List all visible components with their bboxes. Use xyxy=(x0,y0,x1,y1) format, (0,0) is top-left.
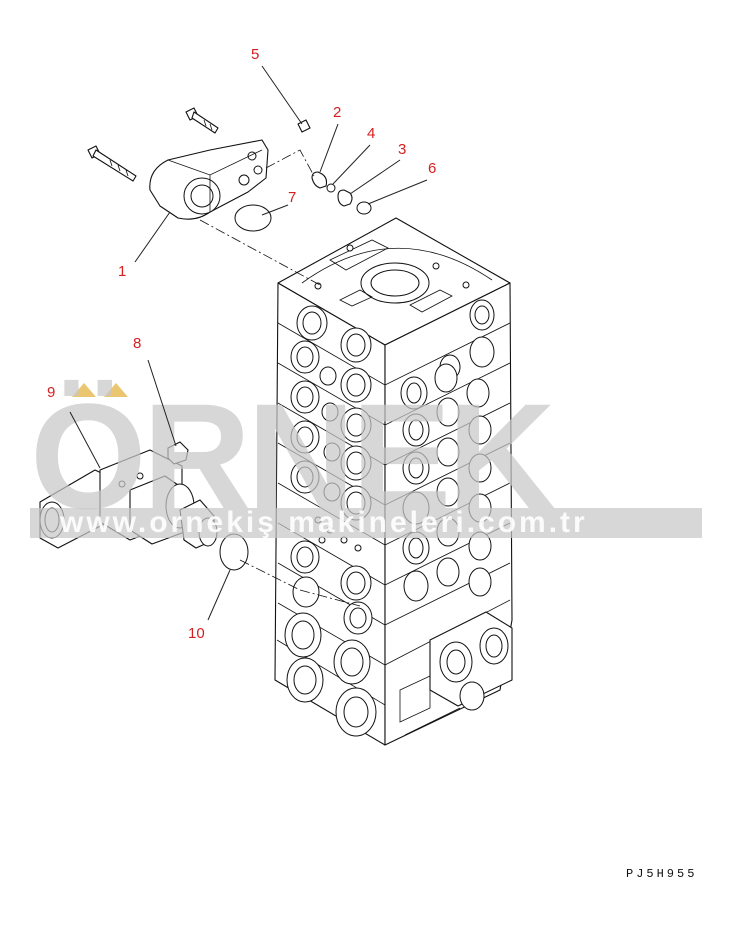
watermark-accent-icon xyxy=(72,383,96,397)
callout-4: 4 xyxy=(367,125,375,142)
callouts: 1 2 3 4 5 6 7 8 9 10 xyxy=(47,46,436,642)
callout-10: 10 xyxy=(188,625,205,642)
callout-7: 7 xyxy=(288,189,296,206)
plug-8 xyxy=(167,441,189,465)
sleeve-2 xyxy=(311,171,328,189)
o-ring-6 xyxy=(356,201,372,215)
drawing-code: PJ5H955 xyxy=(626,867,697,881)
callout-5: 5 xyxy=(251,46,259,63)
ring-4 xyxy=(326,183,336,193)
callout-2: 2 xyxy=(333,104,341,121)
o-ring-7 xyxy=(234,204,272,232)
callout-6: 6 xyxy=(428,160,436,177)
watermark-url-band xyxy=(30,508,702,538)
plug-3 xyxy=(337,189,353,207)
watermark-accent-icon xyxy=(104,383,128,397)
watermark: ÖRNEK www.ornekiş makineleri.com.tr xyxy=(30,372,702,540)
callout-3: 3 xyxy=(398,141,406,158)
plug-5 xyxy=(297,119,311,133)
callout-1: 1 xyxy=(118,263,126,280)
bolt-short xyxy=(185,107,219,134)
bolt-long xyxy=(87,145,137,182)
leader-lines xyxy=(69,65,428,621)
callout-9: 9 xyxy=(47,384,55,401)
callout-8: 8 xyxy=(133,335,141,352)
alignment-lines xyxy=(199,149,361,607)
watermark-url: www.ornekiş makineleri.com.tr xyxy=(59,506,588,539)
cover-assembly xyxy=(149,139,269,220)
